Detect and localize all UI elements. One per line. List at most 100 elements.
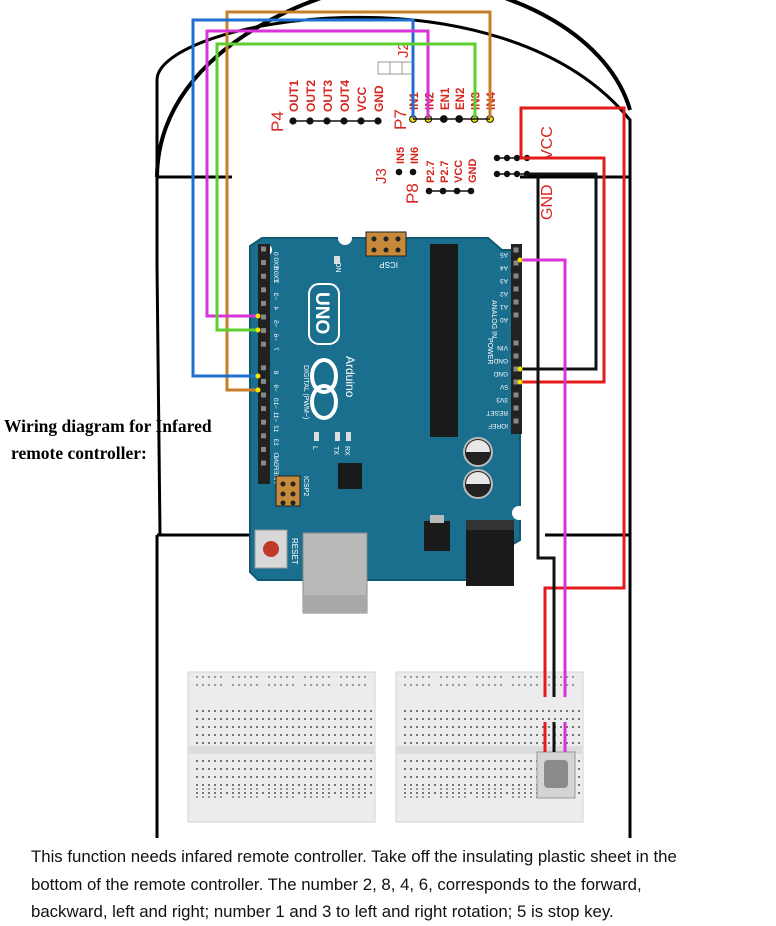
p4-pin-label: GND [372,85,386,112]
icsp-header [365,231,407,257]
wire-blue [191,18,415,378]
uno-text: UNO [311,292,332,334]
wire-red-vcc [520,156,606,384]
digital-pin [261,446,266,452]
icsp2-header [275,475,301,507]
digital-pin [261,260,266,266]
digital-pin-label: ~9 [272,384,279,392]
j3-pin [395,168,403,176]
power-pin [513,366,519,372]
rx-led-label: RX [343,446,350,456]
analog-pin-label: A0 [500,316,508,323]
power-pin-label: 3V3 [496,396,508,403]
power-pin [513,405,519,411]
description-text: This function needs infared remote contr… [31,843,771,926]
p8-pin-label: VCC [453,160,465,183]
digital-pin-label: ~10 [272,398,279,409]
power-pin-label: VIN [497,344,508,351]
caption-line-2: remote controller: [11,443,147,463]
p7-label: P7 [391,109,410,130]
capacitor [463,437,493,467]
analog-pin-label: A1 [500,303,508,310]
digital-pin [261,341,266,347]
description-line-3: backward, left and right; number 1 and 3… [31,902,614,921]
j3-pin-label: IN5 [395,147,407,164]
analog-pin-label: A4 [500,264,508,271]
power-pin [513,340,519,346]
voltage-regulator [424,521,450,551]
mounting-hole [485,223,499,237]
p4-pin-label: OUT2 [304,80,318,112]
on-led [334,256,340,264]
digital-pin [261,365,266,371]
digital-pin-label: TX0 1 [272,265,279,283]
digital-pin [261,246,266,252]
power-pin [513,418,519,424]
atmega-chip [430,244,458,437]
p4-pin-label: OUT4 [338,80,352,112]
digital-pin-label: ~5 [272,320,279,328]
tx-led-label: TX [332,446,339,455]
analog-pin [513,299,519,305]
analog-pin-label: A3 [500,277,508,284]
reset-label: RESET [290,538,299,565]
digital-pin-label: 12 [272,425,279,433]
p8-label: P8 [403,183,422,204]
p4-label: P4 [268,111,287,132]
arduino-brand: Arduino [343,356,357,398]
j3-label: J3 [373,168,390,184]
p8-pin-label: P2.7 [425,160,437,183]
j2-connector [377,61,415,75]
power-pin-label: GND [493,370,508,377]
digital-pin-label: 8 [272,370,279,374]
digital-header-label: DIGITAL (PWM~) [302,365,309,419]
gnd-label: GND [539,184,556,220]
dc-power-jack [466,520,514,586]
analog-pin [513,273,519,279]
mounting-hole [512,506,526,520]
digital-pin [261,460,266,466]
power-pin-label: GND [493,357,508,364]
j3-pin-label: IN6 [409,147,421,164]
robot-chassis-outline [155,0,632,838]
icsp-label: ICSP [379,260,398,269]
digital-pin [261,392,266,398]
digital-pin-label: 7 [272,347,279,351]
p7-pin-label: IN3 [471,92,483,110]
diagram-caption: Wiring diagram for Infared remote contro… [4,413,244,467]
digital-pin-label: 4 [272,306,279,310]
digital-pin [261,419,266,425]
analog-power-header [511,244,522,434]
wires [191,10,626,752]
digital-pin [261,433,266,439]
p8-pin-label: P2.7 [439,160,451,183]
digital-pin [261,287,266,293]
tx-led [335,432,340,441]
breadboards [187,671,584,823]
digital-pin [261,314,266,320]
j2-label: J2 [395,42,412,58]
p7-pin-label: IN1 [409,92,421,111]
analog-header-label: ANALOG IN [490,300,497,338]
analog-pin [513,312,519,318]
mounting-hole [338,231,352,245]
digital-pin [261,406,266,412]
wire-green [215,42,477,332]
vcc-label: VCC [539,126,556,160]
wire-magenta-signal [520,258,567,697]
analog-pin [513,260,519,266]
wire-magenta [205,29,430,318]
power-pin [513,379,519,385]
digital-pin [261,378,266,384]
digital-pin-label: GND [272,452,279,467]
power-pin [513,392,519,398]
digital-pin [261,273,266,279]
p8-pin-label: GND [467,159,479,184]
power-pin [513,353,519,359]
power-header-label: POWER [486,338,493,364]
